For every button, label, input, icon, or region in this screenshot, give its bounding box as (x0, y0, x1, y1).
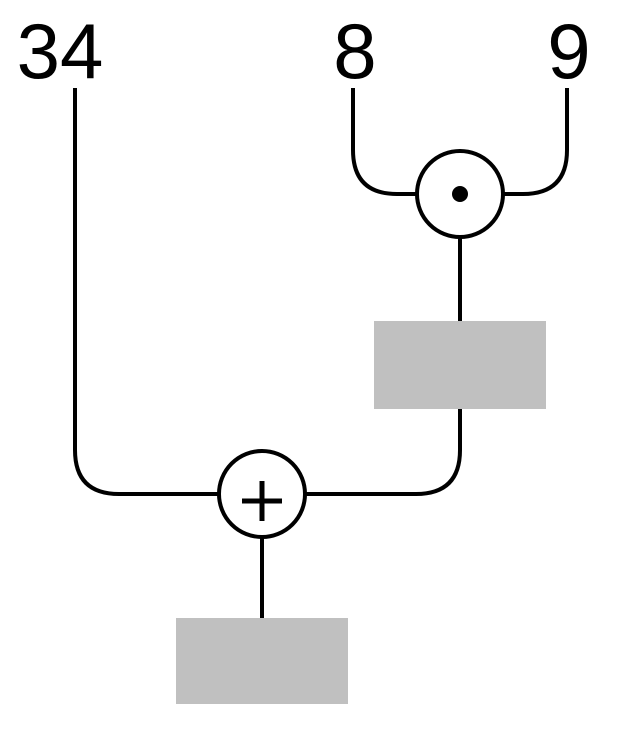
wire-middle-to-multiply (351, 88, 417, 196)
input-number-middle: 8 (333, 7, 376, 95)
plus-icon (242, 481, 282, 521)
wire-right-to-multiply (503, 88, 569, 196)
input-number-right: 9 (547, 7, 590, 95)
input-number-left: 34 (17, 7, 104, 95)
answer-box-product[interactable] (374, 321, 546, 409)
answer-box-sum[interactable] (176, 618, 348, 704)
wire-left-to-add (73, 88, 219, 496)
add-operator-node (217, 449, 307, 539)
multiply-dot-icon (452, 186, 468, 202)
wire-box-to-add (305, 408, 462, 496)
multiply-operator-node (415, 149, 505, 239)
